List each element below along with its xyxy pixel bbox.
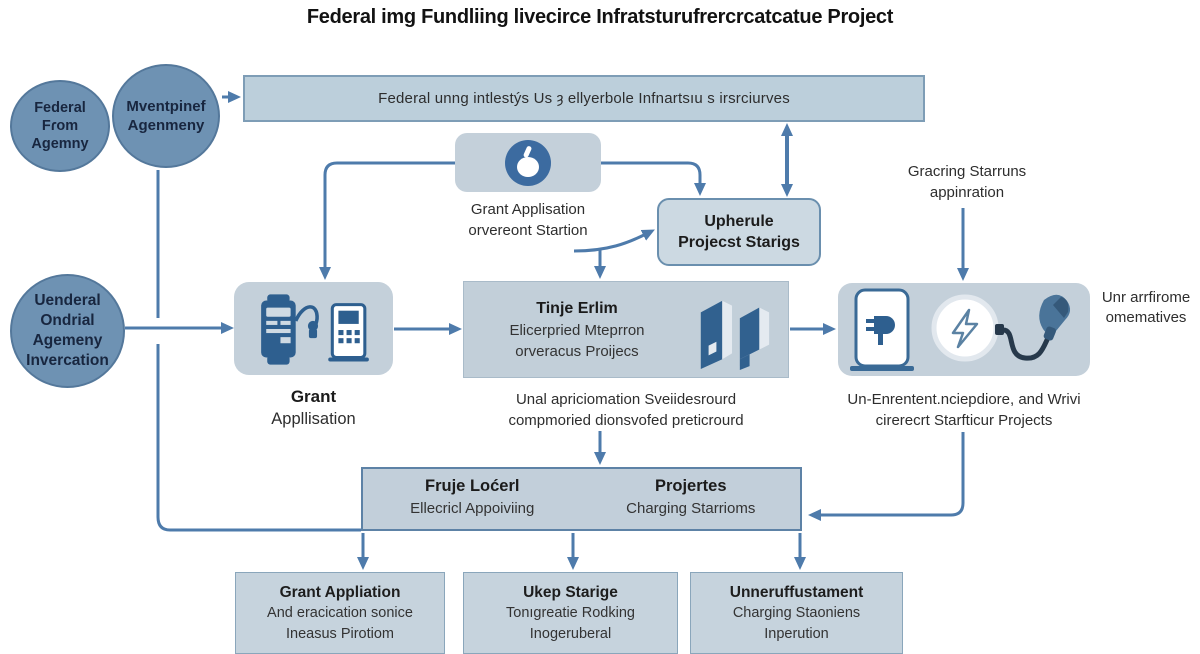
node-title: Unneruffustament [729, 584, 864, 601]
charging-side-text: Unr arrfirome omematives [1092, 288, 1200, 328]
federal-banner: Federal unng intlestýs Us ȝ ellyerbole I… [243, 75, 925, 122]
diagram-title: Federal img Fundliing livecirce Infratst… [306, 6, 894, 28]
center-text: Tinje Erlim Elicerpried Mteprron orverac… [464, 282, 678, 377]
federal-banner-label: Federal unng intlestýs Us ȝ ellyerbole I… [378, 90, 790, 107]
node-charging-stations [838, 283, 1090, 376]
node-label: Agemeny [32, 332, 103, 349]
node-label: Projecst Starigs [678, 234, 800, 251]
caption-line: Un-Enrentent.nciepdiore, and Wrivi [847, 391, 1081, 408]
wide-col-right: Projertes Charging Starrioms [582, 475, 801, 529]
ev-charger-icon [260, 293, 369, 365]
caption-line: Unal apriciomation Sveiidesrourd [515, 391, 737, 408]
node-uenderal-agency: Uenderal Ondrial Agemeny Invercation [10, 274, 125, 388]
node-tinje-erlim: Tinje Erlim Elicerpried Mteprron orverac… [463, 281, 789, 378]
node-label: Mventpinef [126, 98, 206, 115]
wide-col-left: Fruje Loćerl Ellecricl Appoiviing [363, 475, 582, 529]
caption-line: omematives [1105, 309, 1187, 326]
center-caption: Unal apriciomation Sveiidesrourd compmor… [458, 389, 794, 431]
approval-caption: Grant Applisation orvereont Startion [428, 199, 628, 241]
caption-line: Grant [290, 387, 337, 406]
node-label: Elicerpried Mteprron [509, 321, 645, 339]
node-label: Inperution [764, 626, 829, 642]
node-unneruffustament: Unneruffustament Charging Staoniens Inpe… [690, 572, 903, 654]
node-label: Federal [34, 100, 86, 116]
lightning-bolt-icon [931, 294, 999, 361]
node-ukep-starige: Ukep Starige Tonıgreatie Rodking Inogeru… [463, 572, 678, 654]
node-mventpinef-agency: Mventpinef Agenmeny [112, 64, 220, 168]
node-label: Uenderal [34, 292, 101, 309]
node-upherule-project-starigs: Upherule Projecst Starigs [657, 198, 821, 266]
thumbs-up-icon [505, 139, 551, 186]
node-local-approving-projects: Fruje Loćerl Ellecricl Appoiviing Projer… [361, 467, 802, 531]
node-label: Ineasus Pirotiom [286, 626, 394, 642]
node-title: Tinje Erlim [536, 299, 618, 317]
node-label: Tonıgreatie Rodking [506, 605, 635, 621]
node-label: Ellecricl Appoiviing [410, 500, 535, 517]
grant-caption: Grant Appllisation [238, 385, 389, 431]
charging-caption-above: Gracring Starruns appinration [877, 161, 1057, 203]
charging-icons [850, 288, 1071, 371]
node-label: Agenmeny [127, 117, 205, 134]
charging-station-icon [850, 288, 914, 371]
caption-line: Unr arrfirome [1101, 289, 1191, 306]
node-grant-approval [455, 133, 601, 192]
node-label: Charging Starrioms [626, 500, 756, 517]
node-label: Upherule [704, 213, 774, 230]
node-label: Inogeruberal [529, 626, 612, 642]
node-title: Fruje Loćerl [425, 477, 520, 495]
node-title: Ukep Starige [523, 584, 618, 601]
caption-line: cirerecrt Starfticur Projects [875, 412, 1053, 429]
node-label: Invercation [26, 352, 109, 369]
caption-line: orvereont Startion [468, 222, 588, 239]
node-label: Agemny [31, 136, 89, 152]
charging-caption-below: Un-Enrentent.nciepdiore, and Wrivi cirer… [818, 389, 1110, 431]
node-label: Ondrial [40, 312, 95, 329]
node-title: Grant Appliation [279, 584, 401, 601]
node-title: Projertes [654, 477, 727, 495]
ev-plug-icon [995, 294, 1071, 361]
caption-line: Grant Applisation [470, 201, 586, 218]
node-grant-appliation: Grant Appliation And eracication sonice … [235, 572, 445, 654]
node-label: Charging Staoniens [732, 605, 861, 621]
node-grant-application [234, 282, 393, 375]
node-label: Fɾom [41, 118, 79, 134]
caption-line: Gracring Starruns [907, 163, 1027, 180]
building-icon [678, 282, 788, 377]
node-federal-from-agency: Federal Fɾom Agemny [10, 80, 110, 172]
caption-line: Appllisation [271, 410, 356, 428]
node-label: orveracus Proijecs [515, 342, 639, 360]
caption-line: compmoried dionsvofed preticrourd [508, 412, 744, 429]
caption-line: appinration [929, 184, 1005, 201]
node-label: And eracication sonice [267, 605, 413, 621]
